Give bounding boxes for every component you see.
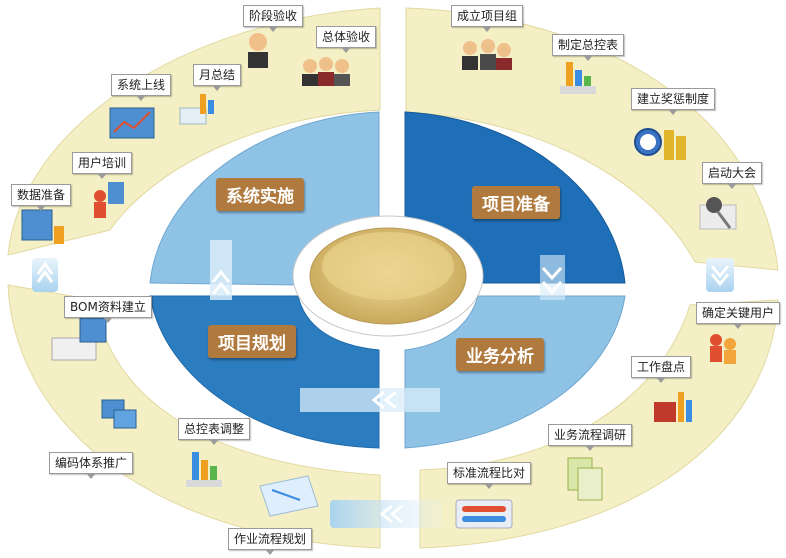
computers-icon [101,399,137,429]
step-label-process-research: 业务流程调研 [548,424,633,451]
data-screen-icon [21,209,64,244]
inventory-icon [654,392,692,422]
bar-chart-icon [186,452,222,487]
inspector-icon [248,33,268,68]
step-label-schedule-adjust: 总控表调整 [178,418,251,445]
phase-label-project-preparation: 项目准备 [472,186,560,219]
step-label-go-live: 系统上线 [111,74,172,101]
step-label-final-acceptance: 总体验收 [316,26,377,53]
step-label-phase-acceptance: 阶段验收 [243,5,304,32]
documents-icon [567,457,603,501]
team-icon [462,39,512,70]
phase-label-business-analysis: 业务分析 [456,338,544,371]
step-label-coding-system: 编码体系推广 [49,452,134,479]
monitor-chart-icon [109,107,155,139]
step-label-user-training: 用户培训 [72,152,133,179]
computer-icon [51,317,107,361]
clock-coins-icon [634,128,686,160]
step-label-monthly-summary: 月总结 [193,64,242,91]
team-icon [302,57,350,86]
training-icon [94,182,124,218]
ring-flow-arrows [32,258,734,528]
step-label-process-comparison: 标准流程比对 [447,462,532,489]
step-label-establish-team: 成立项目组 [451,5,524,32]
workflow-sheet-icon [259,475,319,517]
quadrant-business-analysis [404,295,626,449]
inner-flow-arrows [210,240,565,412]
microphone-icon [699,197,737,230]
phase-label-project-planning: 项目规划 [208,325,296,358]
center-hub [292,215,484,337]
step-label-data-preparation: 数据准备 [11,184,72,211]
phase-label-system-implementation: 系统实施 [216,178,304,211]
process-compare-icon [455,499,513,529]
step-icons [21,33,737,529]
step-label-workflow-planning: 作业流程规划 [228,528,313,555]
step-label-kickoff-meeting: 启动大会 [702,162,763,189]
key-users-icon [710,334,736,364]
bar-chart-icon [560,62,596,94]
step-label-bom-data: BOM资料建立 [64,296,152,323]
step-label-master-schedule: 制定总控表 [552,34,625,61]
step-label-work-inventory: 工作盘点 [631,356,692,383]
step-label-key-users: 确定关键用户 [696,302,781,329]
step-label-reward-system: 建立奖惩制度 [631,88,716,115]
summary-chart-icon [179,94,214,125]
